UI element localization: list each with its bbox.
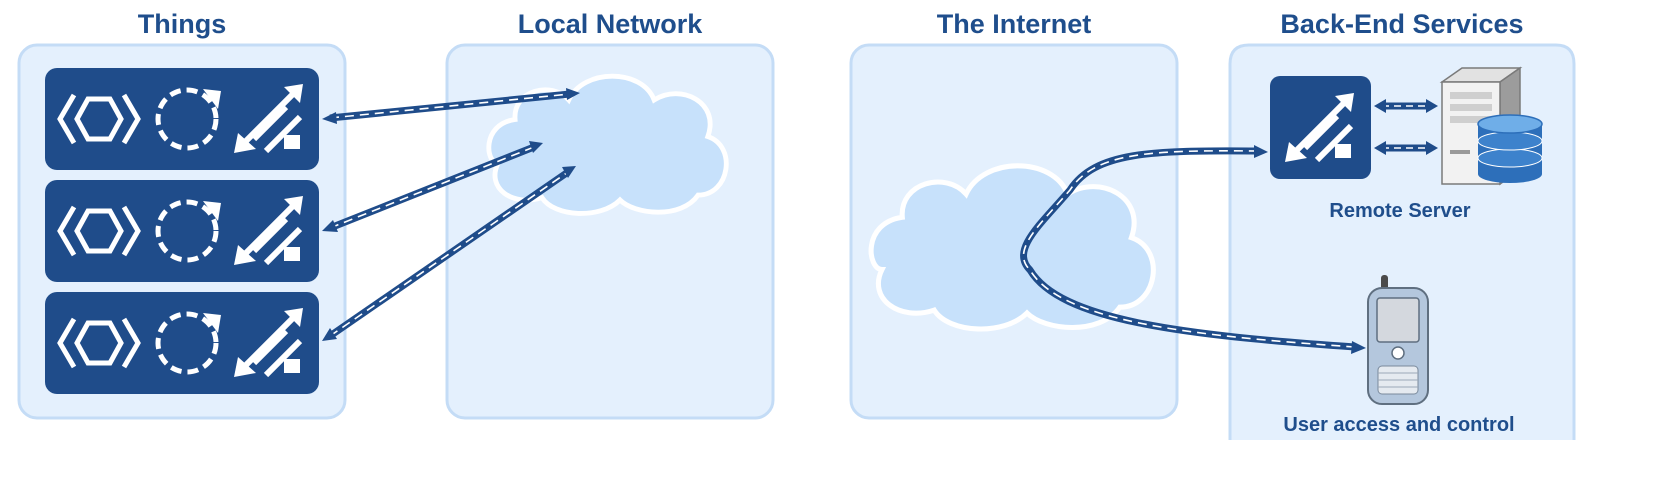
mobile-phone-icon bbox=[1367, 275, 1429, 405]
internet-connector-arrow bbox=[1020, 145, 1366, 354]
connector-arrow bbox=[322, 166, 576, 341]
remote-server-label: Remote Server bbox=[1329, 200, 1471, 222]
device-tile bbox=[45, 180, 319, 282]
local-network-heading: Local Network bbox=[517, 9, 703, 39]
database-icon bbox=[1477, 114, 1543, 183]
device-tile bbox=[45, 292, 319, 394]
server-link-arrow bbox=[1374, 141, 1438, 155]
server-link-arrow bbox=[1374, 99, 1438, 113]
connector-arrow bbox=[322, 141, 543, 232]
internet-heading: The Internet bbox=[936, 9, 1092, 39]
internet-cloud-icon bbox=[871, 166, 1153, 329]
device-tile bbox=[45, 68, 319, 170]
connector-arrow bbox=[322, 88, 580, 124]
gateway-tile bbox=[1270, 76, 1371, 179]
things-heading: Things bbox=[137, 9, 227, 39]
user-access-label: User access and control bbox=[1283, 414, 1515, 436]
backend-heading: Back-End Services bbox=[1280, 9, 1524, 39]
